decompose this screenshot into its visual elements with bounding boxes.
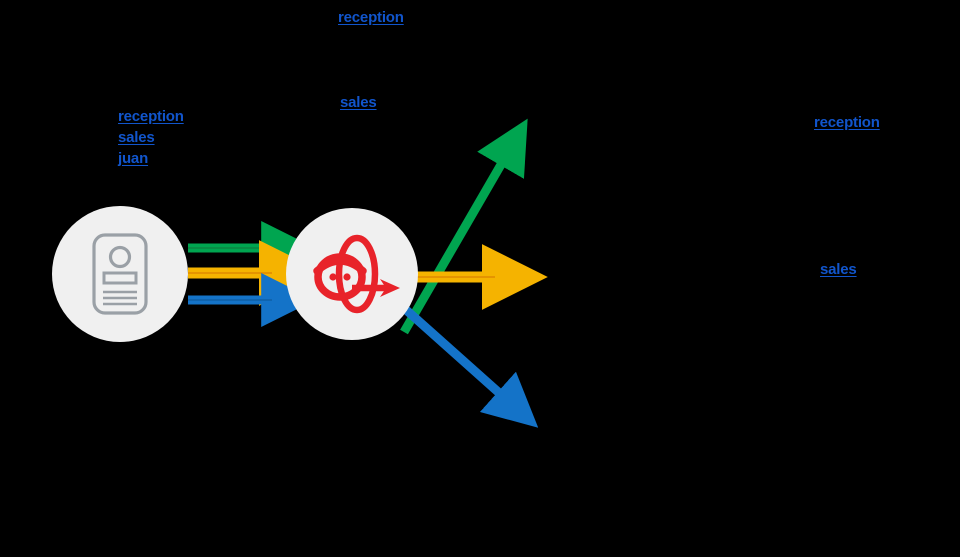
intercom-device-node[interactable] (52, 206, 188, 342)
asterisk-pbx-node[interactable] (286, 208, 418, 340)
pbx-label-sales[interactable]: sales (340, 94, 377, 111)
source-label-reception[interactable]: reception (118, 108, 184, 125)
pbx-label-reception[interactable]: reception (338, 9, 404, 26)
intercom-icon (89, 232, 151, 316)
asterisk-logo-icon (300, 231, 404, 317)
destination-label-sales[interactable]: sales (820, 261, 857, 278)
arrow-out-juan (401, 304, 539, 428)
arrow-out-reception (400, 118, 528, 335)
source-label-juan[interactable]: juan (118, 150, 149, 167)
destination-label-reception[interactable]: reception (814, 114, 880, 131)
source-label-sales[interactable]: sales (118, 129, 155, 146)
